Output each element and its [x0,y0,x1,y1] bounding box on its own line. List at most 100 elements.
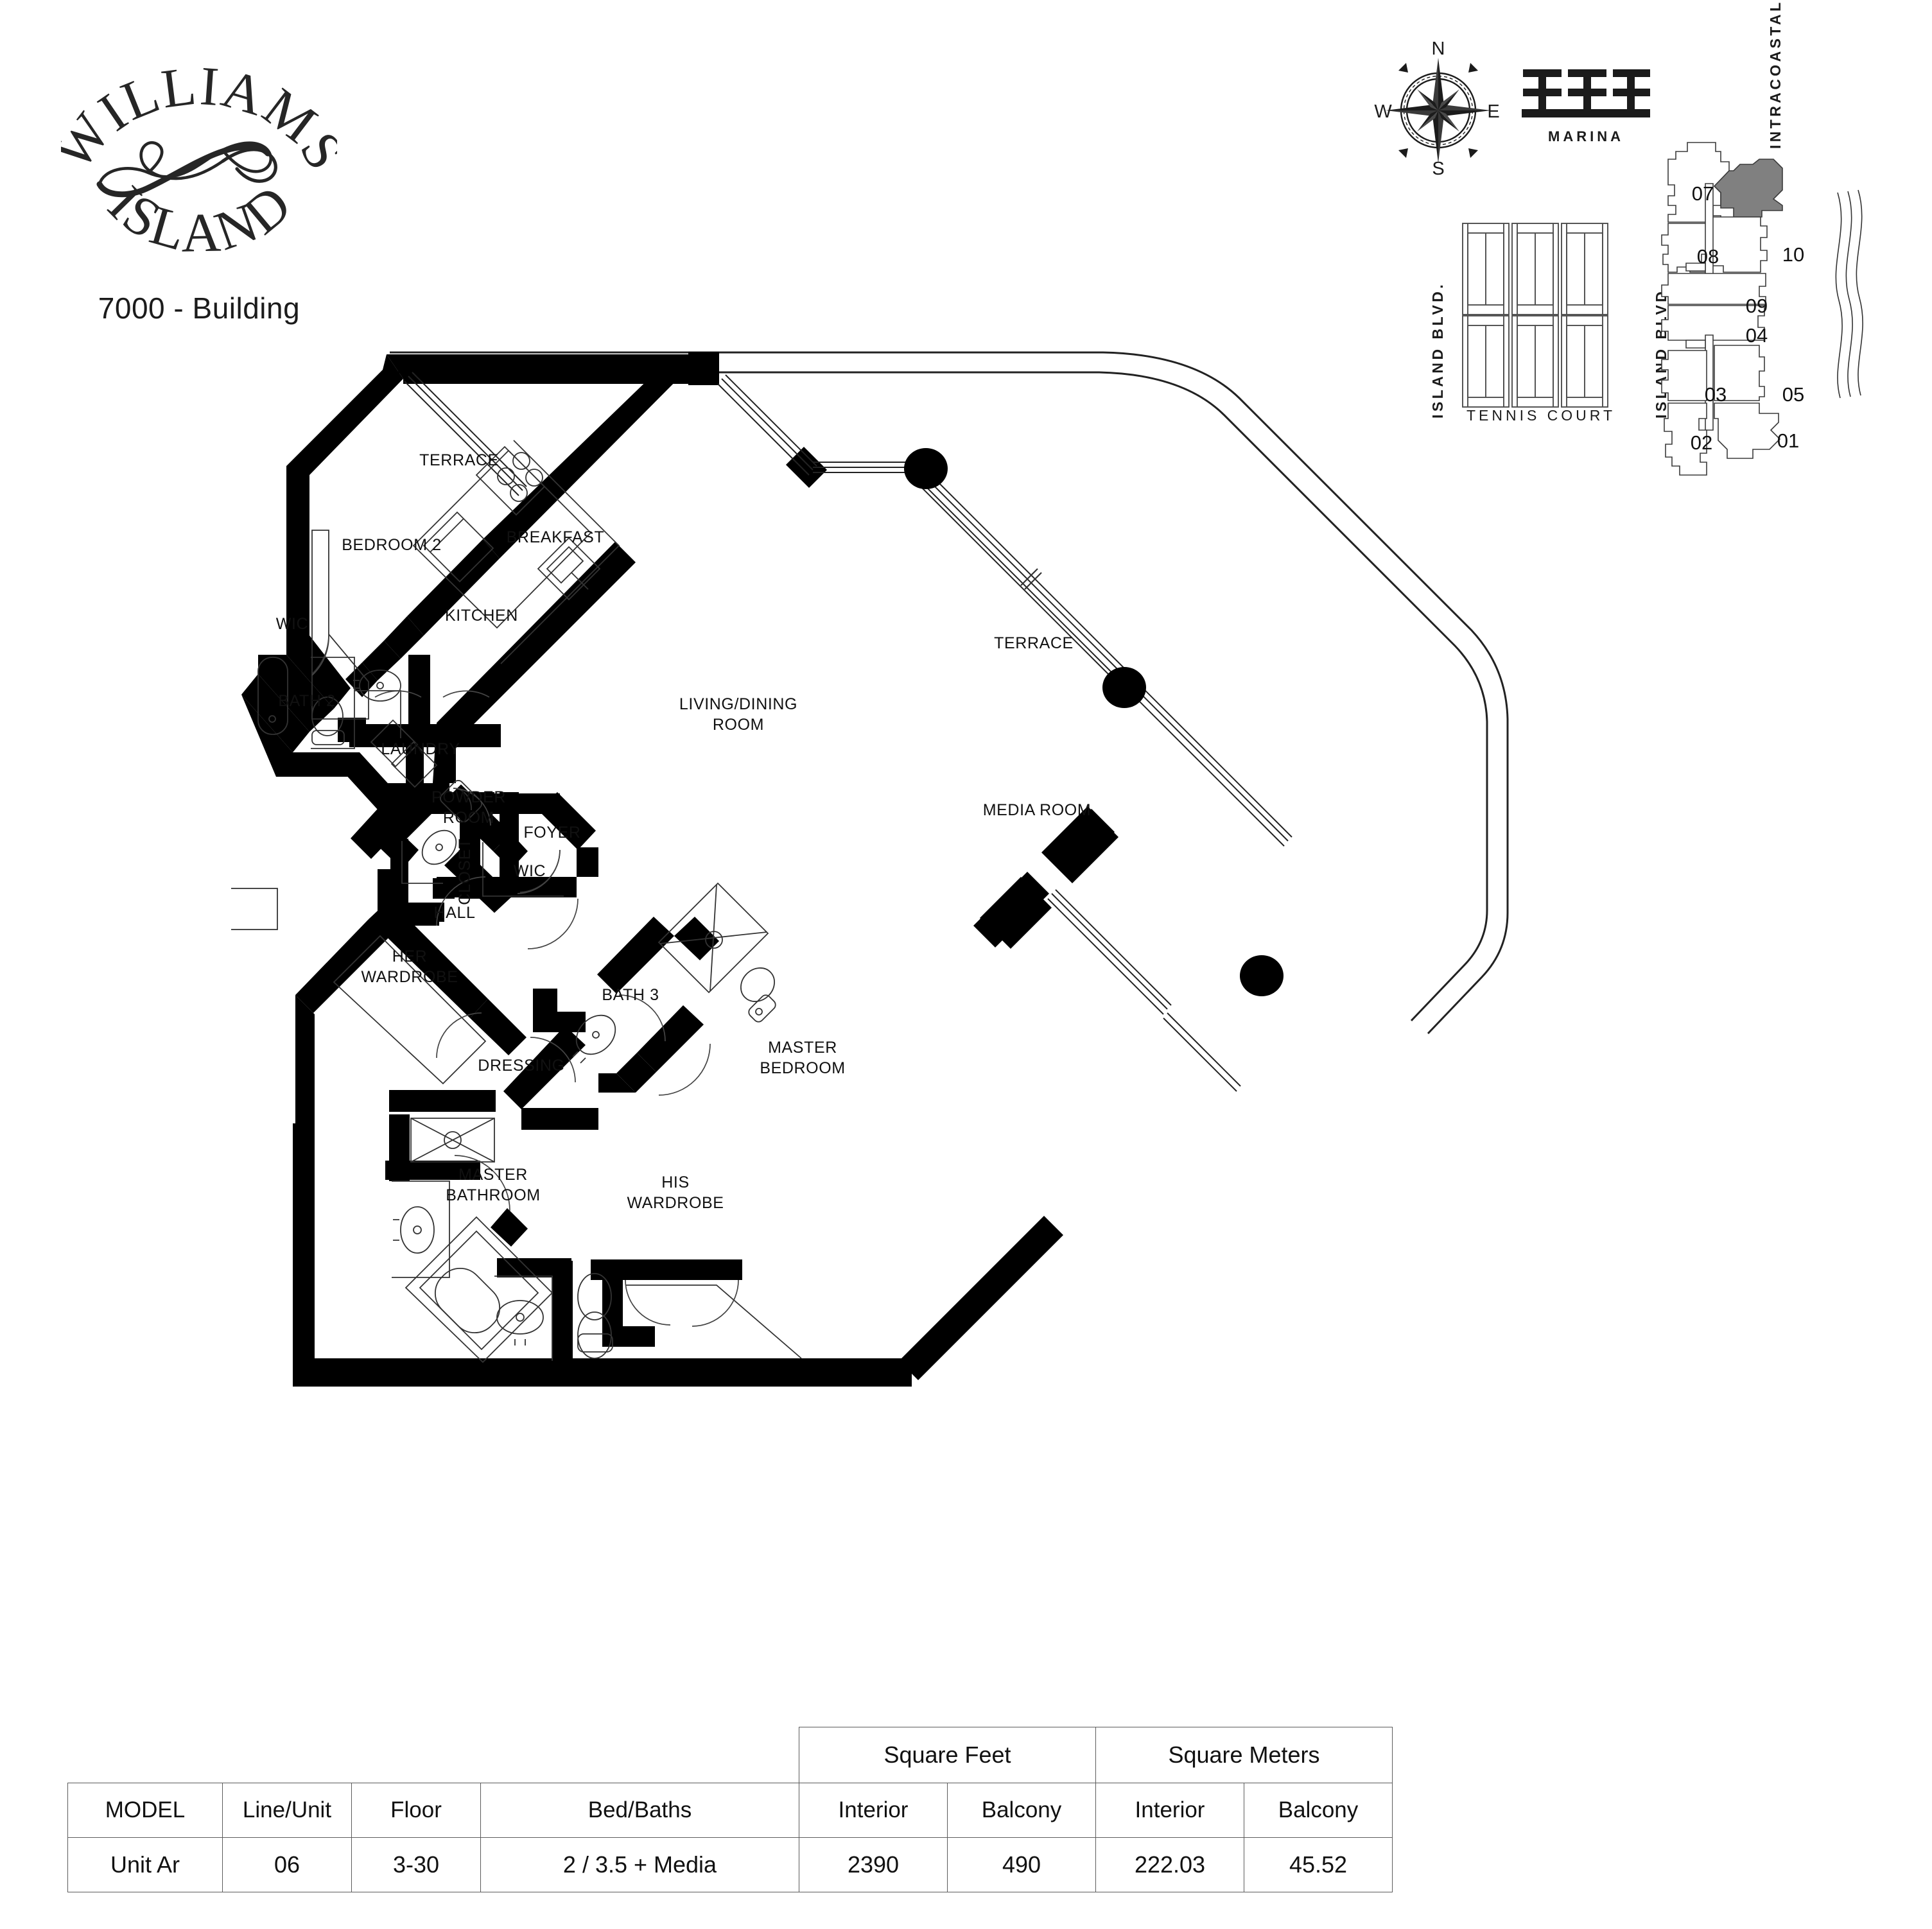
compass-south-label: S [1432,159,1444,179]
room-label-breakfast: BREAKFAST [507,528,605,546]
col-header-sqm-balcony-text: Balcony [1278,1797,1359,1822]
unit-floor-plan: TERRACE BEDROOM 2 BREAKFAST KITCHEN WIC … [231,334,1592,1605]
key-unit-10 [1711,216,1768,273]
col-header-model: MODEL [67,1783,223,1838]
key-unit-09 [1661,273,1766,305]
tennis-court-cell [1511,315,1559,408]
room-labels: TERRACE BEDROOM 2 BREAKFAST KITCHEN WIC … [276,451,1091,1212]
tennis-court-cell [1462,223,1510,315]
col-header-sqm-balcony: Balcony [1244,1783,1393,1838]
key-label-04: 04 [1746,324,1768,347]
key-label-07: 07 [1692,182,1714,205]
col-header-floor: Floor [351,1783,481,1838]
svg-text:ISLAND: ISLAND [96,172,303,264]
key-label-03: 03 [1705,383,1727,406]
room-label-bath-3: BATH 3 [602,986,659,1004]
marina-docks-icon [1522,69,1650,117]
compass-east-label: E [1487,101,1499,122]
unit-spec-table: Square Feet Square Meters MODEL Line/Uni… [67,1727,1393,1892]
room-label-terrace-nw: TERRACE [419,451,499,469]
cell-sqm-balcony: 45.52 [1244,1837,1393,1892]
key-label-08: 08 [1697,245,1719,268]
key-label-06: 06 [1792,175,1814,197]
col-header-sqft-interior: Interior [799,1783,948,1838]
room-label-hall: HALL [434,904,476,922]
room-label-wic-bedroom2: WIC [276,615,308,633]
room-label-his-wardrobe-l1: HIS [661,1173,689,1191]
room-label-kitchen: KITCHEN [445,607,518,625]
water-waves-icon [1835,189,1863,399]
cell-bed-baths: 2 / 3.5 + Media [480,1837,799,1892]
room-label-foyer: FOYER [523,824,580,842]
spec-column-header-row: MODEL Line/Unit Floor Bed/Baths Interior… [67,1783,1393,1838]
key-unit-04 [1661,305,1765,341]
col-header-line-unit: Line/Unit [222,1783,352,1838]
room-label-master-bathroom-l2: BATHROOM [446,1186,540,1204]
room-label-bath-2: BATH 2 [278,692,335,710]
col-header-bed-baths: Bed/Baths [480,1783,799,1838]
room-label-master-bedroom-l1: MASTER [768,1039,837,1057]
compass-north-label: N [1432,39,1445,59]
marina-logo: MARINA [1522,64,1650,148]
room-label-wic-master: WIC [514,862,546,880]
group-header-square-feet: Square Feet [799,1727,1096,1783]
room-label-master-bedroom-l2: BEDROOM [760,1059,845,1077]
key-unit-06 [1713,159,1783,218]
column [904,448,948,489]
room-label-media-room: MEDIA ROOM [983,801,1092,819]
room-label-powder-room-l2: ROOM [443,809,494,827]
room-label-living-dining-l2: ROOM [713,716,764,734]
key-label-10: 10 [1782,243,1804,266]
key-label-02: 02 [1691,431,1712,454]
cell-sqft-interior: 2390 [799,1837,948,1892]
sliding-doors [404,372,1292,1092]
cell-floor: 3-30 [351,1837,481,1892]
cell-sqft-balcony: 490 [947,1837,1096,1892]
tennis-court-cell [1462,315,1510,408]
cell-model: Unit Ar [67,1837,223,1892]
room-label-living-dining-l1: LIVING/DINING [679,695,797,713]
building-key-plan: 07 06 08 10 09 04 03 05 02 01 [1657,128,1926,539]
key-core-arm [1685,263,1706,272]
key-label-05: 05 [1782,383,1804,406]
cell-sqm-interior: 222.03 [1095,1837,1244,1892]
room-label-dressing: DRESSING [478,1057,564,1075]
room-label-master-bathroom-l1: MASTER [458,1166,528,1184]
intracoastal-ocean-views-label: INTRACOASTAL AND OCEAN VIEWS [1767,0,1784,149]
key-label-09: 09 [1746,295,1768,317]
key-unit-08 [1661,223,1709,273]
marina-label: MARINA [1548,128,1624,144]
room-label-powder-room-l1: POWDER [431,788,506,806]
compass-rose: N S W E [1374,39,1502,180]
compass-west-label: W [1374,101,1392,122]
col-header-sqm-interior: Interior [1095,1783,1244,1838]
tennis-court-diagram: ISLAND BLVD. ISLAND BLVD. TENNIS COURT [1413,193,1669,449]
tennis-court-cell [1511,223,1559,315]
room-label-closet: CLOSET [456,838,474,905]
tennis-court-label: TENNIS COURT [1466,407,1616,424]
cell-line-unit: 06 [222,1837,352,1892]
room-label-laundry: LAUNDRY [381,740,460,758]
room-label-her-wardrobe-l2: WARDROBE [361,968,458,986]
key-unit-03 [1661,350,1707,401]
tennis-court-cell [1561,223,1608,315]
building-label: 7000 - Building [98,291,300,325]
column [1102,667,1146,708]
cell-sqm-balcony-text: 45.52 [1289,1851,1348,1878]
key-unit-02 [1664,402,1707,476]
tennis-court-cell [1561,315,1608,408]
terrace-columns [904,448,1284,996]
room-label-her-wardrobe-l1: HER [392,947,428,965]
spec-group-header-row: Square Feet Square Meters [68,1727,1393,1783]
column [1240,955,1284,996]
key-unit-01 [1714,402,1781,459]
fixtures [231,440,1042,1363]
room-label-bedroom-2: BEDROOM 2 [342,536,441,554]
key-core-lower-arm [1685,340,1706,349]
spec-table-element: Square Feet Square Meters MODEL Line/Uni… [67,1727,1393,1892]
col-header-sqft-balcony: Balcony [947,1783,1096,1838]
flourish-icon [96,141,277,198]
key-unit-05 [1714,345,1765,401]
williams-island-logo: WILLIAMS ISLAND 7000 - Building [61,48,337,325]
door-swings [311,634,739,1327]
